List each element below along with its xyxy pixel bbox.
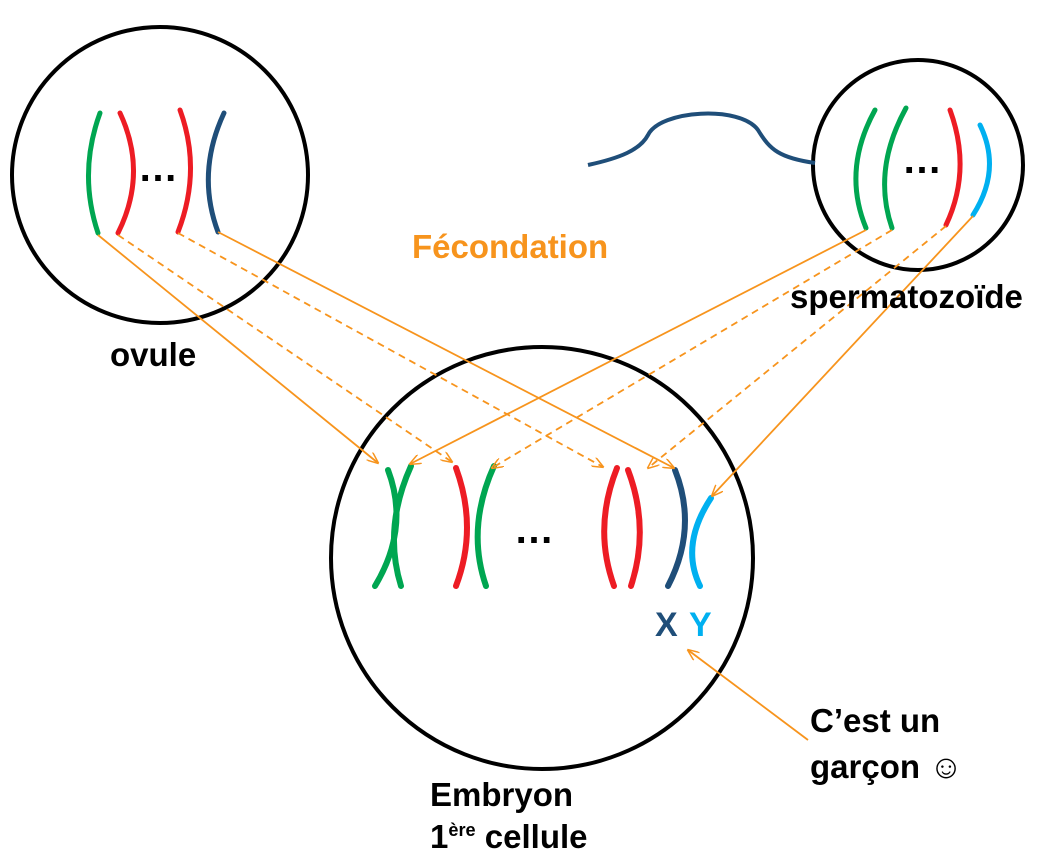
sperm-tail [587, 111, 816, 167]
chromosome-y-label: Y [689, 606, 712, 644]
chromosome-x-label: X [655, 606, 678, 644]
arrow-ovule-red-1 [117, 234, 452, 462]
arrow-sperm-green-1 [410, 229, 867, 464]
embryo-chromosome-x [665, 467, 688, 589]
embryo-label-line2: 1ère cellule [430, 818, 588, 856]
sperm-label: spermatozoïde [790, 278, 1023, 315]
ovule-chromosome-red-1 [115, 110, 136, 236]
embryo-label-cellule: cellule [475, 818, 588, 855]
ovule-ellipsis: … [138, 146, 178, 190]
embryo-label-superscript: ère [448, 820, 476, 840]
arrow-sperm-red [648, 225, 947, 468]
embryo-label-line1: Embryon [430, 776, 574, 813]
ovule-label: ovule [110, 336, 197, 373]
sperm-chromosome-green-1 [853, 107, 878, 231]
ovule-chromosome-green [86, 110, 103, 236]
sperm-ellipsis: … [902, 138, 942, 182]
boy-label-line2: garçon ☺ [810, 748, 963, 785]
boy-label-line1: C’est un [810, 702, 941, 739]
embryo-chromosome-y [689, 495, 714, 589]
embryo-cell [329, 345, 755, 771]
embryo-chromosome-red [453, 465, 470, 589]
embryo-chromosome-red-a [601, 465, 620, 589]
ovule-chromosome-dark-blue [205, 110, 227, 235]
embryo-chromosome-red-b [625, 467, 643, 589]
arrow-ovule-red-2 [177, 232, 603, 467]
sperm-chromosome-green-2 [882, 105, 909, 231]
arrow-boy-to-xy [688, 650, 809, 741]
arrow-sperm-green-2 [492, 229, 893, 468]
embryo-chromosome-green-c [474, 463, 497, 589]
arrow-ovule-green [97, 234, 378, 463]
arrow-sperm-light-blue [712, 215, 974, 496]
sperm-chromosome-light-blue [970, 122, 992, 218]
arrow-ovule-dark-blue [217, 231, 674, 468]
ovule-cell [10, 25, 310, 325]
ovule-chromosome-red-2 [175, 107, 193, 235]
sperm-head [811, 58, 1025, 272]
fecondation-title: Fécondation [412, 228, 609, 265]
sperm-chromosome-red [943, 107, 963, 228]
embryo-label-number: 1 [430, 818, 449, 855]
embryo-chromosome-green-b [390, 463, 414, 589]
embryo-ellipsis: … [514, 508, 554, 552]
